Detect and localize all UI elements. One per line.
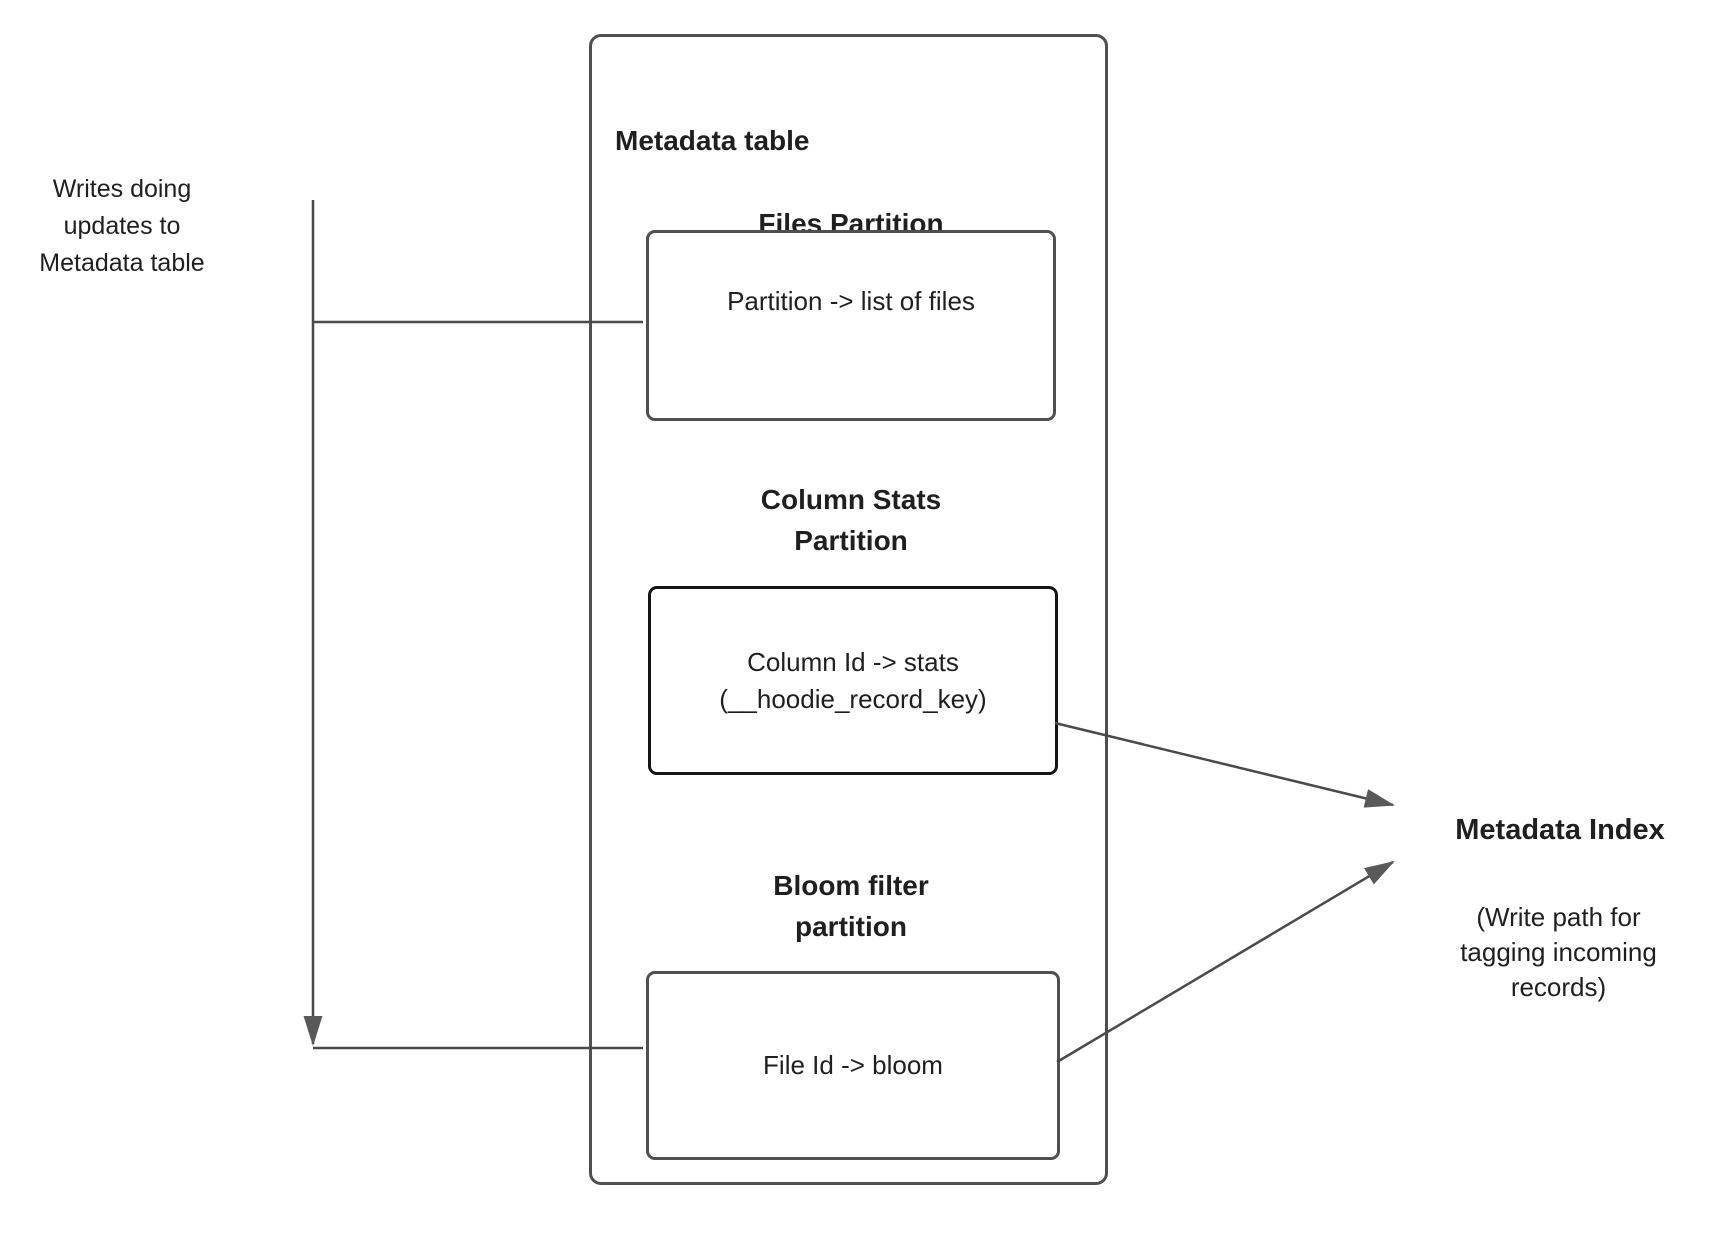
writes-note-line: Metadata table	[39, 249, 205, 277]
column-stats-partition-box: Column Id -> stats (__hoodie_record_key)	[648, 586, 1058, 775]
bloom-filter-partition-heading: Bloom filter partition	[646, 865, 1056, 947]
bloom-filter-box-text: File Id -> bloom	[763, 1050, 943, 1080]
bloom-filter-heading-line: partition	[795, 911, 907, 942]
metadata-index-subtitle-line: records)	[1510, 972, 1607, 1002]
files-partition-box-text: Partition -> list of files	[727, 285, 975, 316]
column-stats-heading-line: Partition	[794, 525, 908, 556]
metadata-table-title: Metadata table	[615, 125, 810, 156]
bloom-filter-heading-line: Bloom filter	[773, 870, 929, 901]
writes-note-line: Writes doing	[52, 175, 192, 203]
writes-note: Writes doing updates to Metadata table	[12, 171, 232, 282]
metadata-index-subtitle: (Write path for tagging incoming records…	[1416, 900, 1701, 1005]
column-stats-partition-heading: Column Stats Partition	[646, 479, 1056, 561]
metadata-index-subtitle-line: tagging incoming	[1460, 937, 1657, 967]
writes-note-line: updates to	[63, 212, 181, 240]
metadata-index-title: Metadata Index	[1455, 814, 1665, 846]
column-stats-box-text: Column Id -> stats	[747, 646, 959, 677]
bloom-filter-partition-box: File Id -> bloom	[646, 971, 1060, 1160]
metadata-table-container: Metadata table Files Partition Partition…	[589, 34, 1108, 1185]
metadata-index-subtitle-line: (Write path for	[1476, 902, 1641, 932]
files-partition-box: Partition -> list of files	[646, 230, 1056, 421]
column-stats-heading-line: Column Stats	[760, 484, 942, 515]
column-stats-box-text: (__hoodie_record_key)	[719, 683, 987, 714]
